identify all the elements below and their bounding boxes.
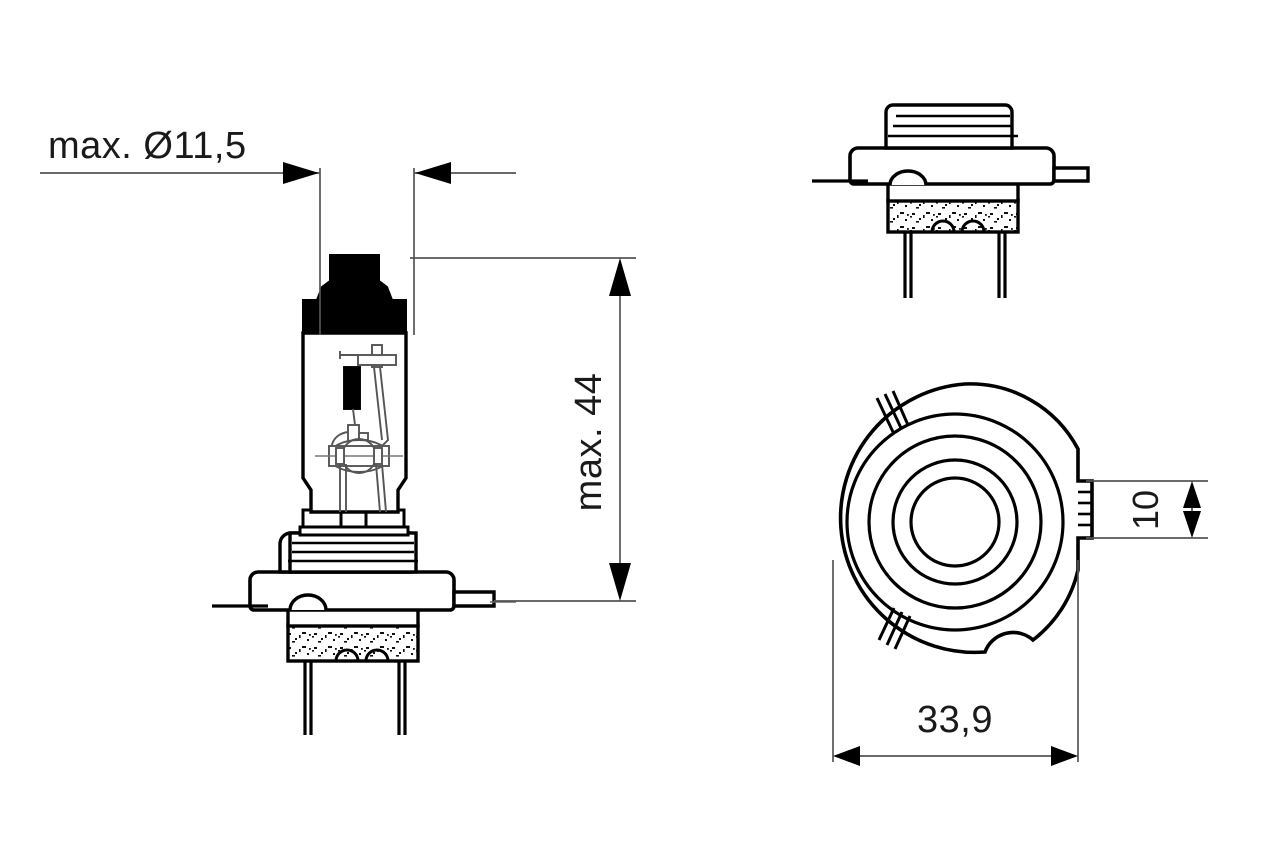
arrowhead-flange-right xyxy=(1051,746,1078,766)
front-view-filament-assembly xyxy=(315,344,403,513)
arrowhead-tab-top xyxy=(1183,481,1201,508)
arrowhead-height-top xyxy=(609,258,631,296)
front-view-potting xyxy=(286,623,420,663)
arrowhead-height-bottom xyxy=(609,563,631,601)
front-view-collar xyxy=(278,531,418,574)
side-view-pins xyxy=(903,230,1007,298)
dimension-height-label: max. 44 xyxy=(568,373,610,512)
side-view-potting xyxy=(886,198,1020,234)
arrowhead-diameter-left xyxy=(283,162,319,184)
arrowhead-diameter-right xyxy=(415,162,451,184)
dimension-diameter-label: max. Ø11,5 xyxy=(48,125,247,167)
front-view xyxy=(212,254,516,735)
front-view-pins xyxy=(303,660,407,735)
side-view xyxy=(812,103,1090,298)
end-view-ring-2 xyxy=(867,434,1043,610)
dimension-height: max. 44 xyxy=(410,257,636,602)
end-view xyxy=(838,382,1094,655)
end-view-ring-3 xyxy=(891,458,1019,586)
side-view-ribbed-dome xyxy=(884,103,1018,150)
arrowhead-flange-left xyxy=(833,746,860,766)
end-view-tab-hatch xyxy=(1078,490,1092,527)
side-view-flange xyxy=(848,146,1090,186)
dimension-tab-width: 10 xyxy=(1086,480,1208,539)
dimension-diameter: max. Ø11,5 xyxy=(40,125,516,335)
front-view-uv-cap xyxy=(302,254,407,334)
end-view-ring-4 xyxy=(909,476,1001,568)
end-view-hatch-marks xyxy=(875,390,912,650)
end-view-outer-body xyxy=(838,382,1094,655)
front-view-pinch-seal xyxy=(298,508,410,537)
front-view-flange xyxy=(248,570,496,612)
end-view-ring-1 xyxy=(845,412,1065,632)
dimension-flange-diameter-label: 33,9 xyxy=(917,699,993,741)
arrowhead-tab-bottom xyxy=(1183,511,1201,538)
dimension-tab-width-label: 10 xyxy=(1125,490,1166,530)
dimension-flange-diameter: 33,9 xyxy=(832,560,1079,766)
